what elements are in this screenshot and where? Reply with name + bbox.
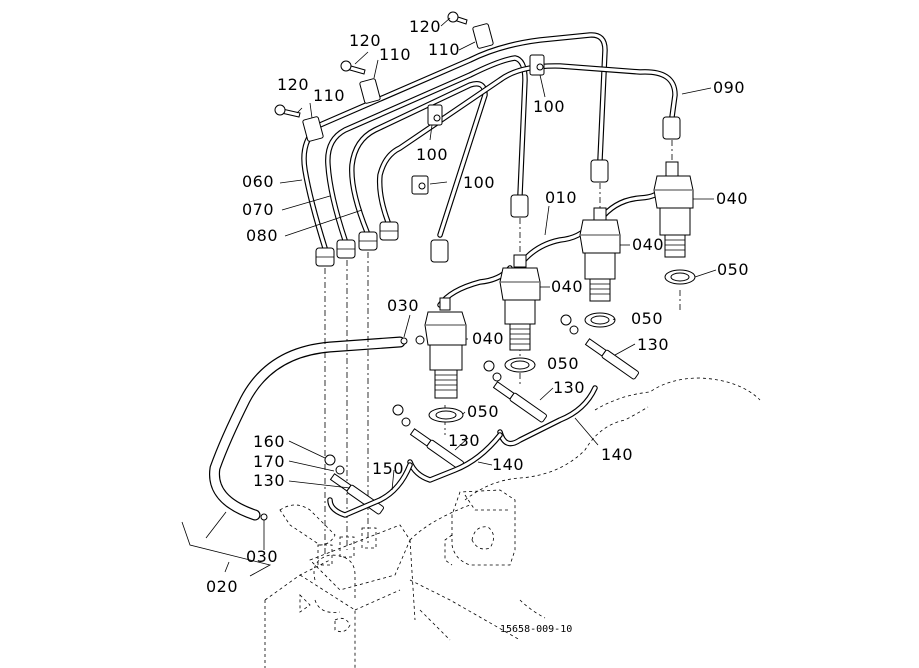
- label-120: 120: [409, 17, 441, 36]
- leak-off-hose-020: [209, 336, 408, 521]
- label-100: 100: [463, 173, 495, 192]
- label-130: 130: [448, 431, 480, 450]
- label-010: 010: [545, 188, 577, 207]
- label-140: 140: [601, 445, 633, 464]
- label-100: 100: [416, 145, 448, 164]
- label-120: 120: [349, 31, 381, 50]
- label-110: 110: [428, 40, 460, 59]
- glow-plug-3: [409, 428, 464, 470]
- label-090: 090: [713, 78, 745, 97]
- engine-block-outline: [264, 377, 761, 668]
- label-100: 100: [533, 97, 565, 116]
- label-130: 130: [253, 471, 285, 490]
- label-050: 050: [717, 260, 749, 279]
- injection-pipes: [301, 32, 678, 251]
- nozzle-1: [415, 297, 467, 423]
- injection-nozzles: [415, 161, 696, 423]
- label-030: 030: [387, 296, 419, 315]
- label-030: 030: [246, 547, 278, 566]
- label-050: 050: [467, 402, 499, 421]
- label-130: 130: [637, 335, 669, 354]
- label-040: 040: [472, 329, 504, 348]
- glow-plugs: [324, 314, 639, 518]
- label-040: 040: [632, 235, 664, 254]
- leader-lines: [181, 17, 717, 577]
- label-120: 120: [277, 75, 309, 94]
- nozzle-3: [579, 207, 621, 328]
- label-170: 170: [253, 452, 285, 471]
- label-070: 070: [242, 200, 274, 219]
- nozzle-2: [499, 254, 541, 373]
- label-050: 050: [547, 354, 579, 373]
- glow-plug-4: [329, 473, 384, 515]
- drawing-number: 15658-009-10: [500, 624, 572, 635]
- injection-pump: [279, 504, 411, 591]
- label-160: 160: [253, 432, 285, 451]
- pump-end-nuts: [315, 221, 399, 267]
- label-110: 110: [313, 86, 345, 105]
- label-050: 050: [631, 309, 663, 328]
- label-080: 080: [246, 226, 278, 245]
- label-020: 020: [206, 577, 238, 596]
- pipe-clamps: [274, 11, 545, 195]
- label-040: 040: [551, 277, 583, 296]
- label-110: 110: [379, 45, 411, 64]
- nozzle-end-nuts: [430, 116, 681, 263]
- glow-plug-1: [584, 338, 639, 380]
- label-040: 040: [716, 189, 748, 208]
- label-150: 150: [372, 459, 404, 478]
- part-labels: 120 120 120 110 110 110 100 100 100 090 …: [206, 17, 749, 596]
- label-060: 060: [242, 172, 274, 191]
- label-140: 140: [492, 455, 524, 474]
- label-130: 130: [553, 378, 585, 397]
- glow-plug-2: [492, 381, 547, 423]
- nozzle-4: [653, 161, 696, 285]
